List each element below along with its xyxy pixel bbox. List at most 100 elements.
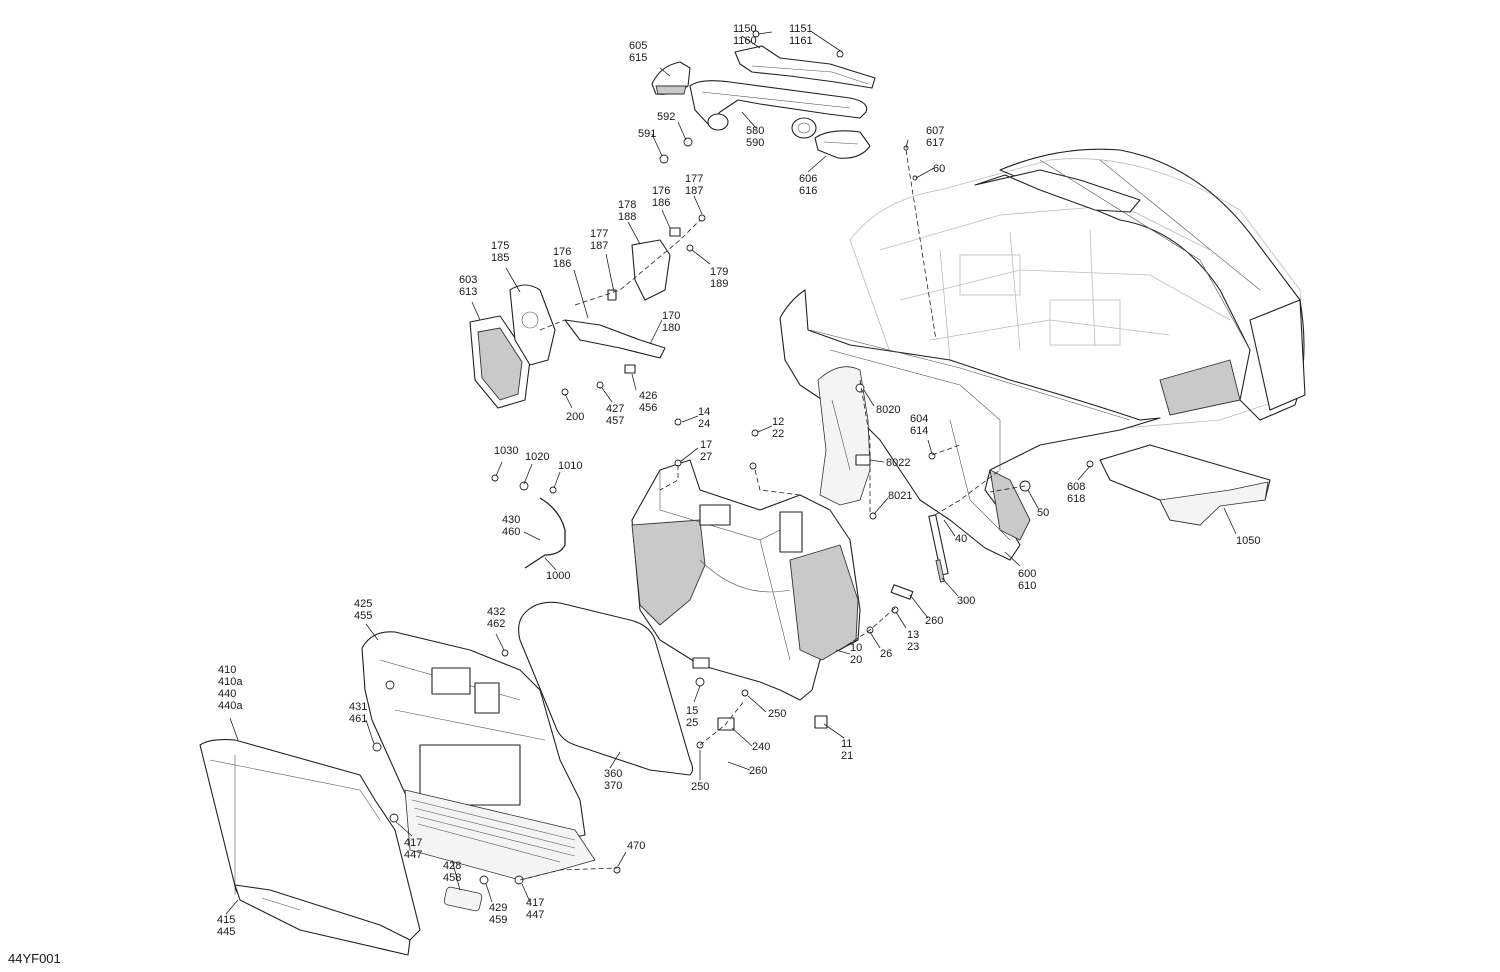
callout-line: 615 xyxy=(629,52,647,64)
callout-300: 300 xyxy=(957,595,975,607)
callout-line: 617 xyxy=(926,137,944,149)
callout-line: 425 xyxy=(354,598,372,610)
callout-line: 13 xyxy=(907,629,919,641)
callout-line: 458 xyxy=(443,872,461,884)
callout-260a: 260 xyxy=(925,615,943,627)
callout-592: 592 xyxy=(657,111,675,123)
callout-line: 1160 xyxy=(733,35,757,47)
callout-line: 17 xyxy=(700,439,712,451)
callout-line: 14 xyxy=(698,406,710,418)
callout-line: 60 xyxy=(933,163,945,175)
callout-line: 445 xyxy=(217,926,235,938)
callout-line: 27 xyxy=(700,451,712,463)
callout-line: 11 xyxy=(841,738,852,750)
callout-line: 8022 xyxy=(886,457,910,469)
callout-line: 40 xyxy=(955,533,967,545)
callout-line: 1020 xyxy=(525,451,549,463)
callout-line: 432 xyxy=(487,606,505,618)
callout-line: 417 xyxy=(526,897,544,909)
callout-line: 426 xyxy=(639,390,657,402)
callout-line: 250 xyxy=(691,781,709,793)
callout-line: 1010 xyxy=(558,460,582,472)
callout-line: 1161 xyxy=(789,35,813,47)
callout-250b: 250 xyxy=(691,781,709,793)
callout-line: 24 xyxy=(698,418,710,430)
callout-260b: 260 xyxy=(749,765,767,777)
callout-240: 240 xyxy=(752,741,770,753)
callout-line: 187 xyxy=(685,185,703,197)
callout-line: 607 xyxy=(926,125,944,137)
callout-8022: 8022 xyxy=(886,457,910,469)
callout-line: 26 xyxy=(880,648,892,660)
callout-line: 180 xyxy=(662,322,680,334)
callout-line: 12 xyxy=(772,416,784,428)
callout-line: 417 xyxy=(404,837,422,849)
callout-line: 25 xyxy=(686,717,698,729)
callout-line: 430 xyxy=(502,514,520,526)
callout-line: 22 xyxy=(772,428,784,440)
callout-1000: 1000 xyxy=(546,570,570,582)
callout-line: 187 xyxy=(590,240,608,252)
release-cable xyxy=(524,497,566,569)
callout-line: 23 xyxy=(907,641,919,653)
assembly-lines xyxy=(519,149,1026,881)
top-handle-assembly xyxy=(651,30,876,164)
callout-line: 447 xyxy=(526,909,544,921)
callout-line: 1151 xyxy=(789,23,813,35)
callout-200: 200 xyxy=(566,411,584,423)
callout-line: 456 xyxy=(639,402,657,414)
reflector xyxy=(443,886,483,912)
callout-1050: 1050 xyxy=(1236,535,1260,547)
callout-line: 605 xyxy=(629,40,647,52)
callout-line: 179 xyxy=(710,266,728,278)
gas-strut xyxy=(928,514,949,583)
callout-60: 60 xyxy=(933,163,945,175)
callout-line: 608 xyxy=(1067,481,1085,493)
fasteners xyxy=(372,145,1094,885)
case-body xyxy=(631,459,914,731)
callout-line: 455 xyxy=(354,610,372,622)
callout-line: 428 xyxy=(443,860,461,872)
callout-line: 1050 xyxy=(1236,535,1260,547)
callout-line: 614 xyxy=(910,425,928,437)
callout-50: 50 xyxy=(1037,507,1049,519)
callout-line: 300 xyxy=(957,595,975,607)
callout-line: 50 xyxy=(1037,507,1049,519)
lid-trim-strip xyxy=(234,884,411,956)
callout-line: 429 xyxy=(489,902,507,914)
callout-line: 20 xyxy=(850,654,862,666)
callout-line: 8020 xyxy=(876,404,900,416)
callout-line: 1030 xyxy=(494,445,518,457)
callout-line: 250 xyxy=(768,708,786,720)
callout-line: 461 xyxy=(349,713,367,725)
callout-line: 415 xyxy=(217,914,235,926)
callout-line: 460 xyxy=(502,526,520,538)
callout-26: 26 xyxy=(880,648,892,660)
callout-line: 185 xyxy=(491,252,509,264)
callout-line: 240 xyxy=(752,741,770,753)
